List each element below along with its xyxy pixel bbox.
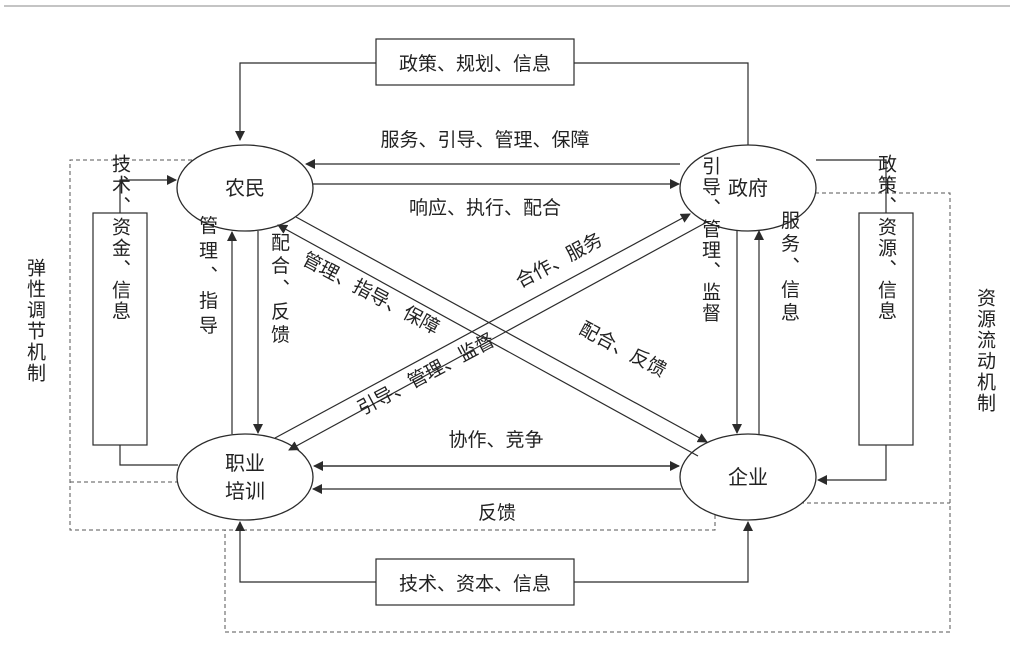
left-box-connector-up — [119, 175, 177, 213]
arrow-training-to-gov — [274, 213, 691, 439]
label-enterprise-to-training: 反馈 — [478, 502, 516, 524]
label-farmer-to-gov: 响应、执行、配合 — [409, 197, 561, 219]
top-connector-line — [574, 62, 749, 145]
label-training-enterprise: 协作、竞争 — [448, 429, 543, 451]
label-farmer-to-training: 配合、反馈 — [268, 233, 290, 348]
top-info-box — [375, 38, 575, 86]
node-training-label-2: 培训 — [225, 479, 265, 503]
left-info-box-label: 技术、资金、信息 — [109, 154, 131, 322]
arrow-gov-to-training — [288, 221, 708, 451]
node-farmer-label: 农民 — [225, 176, 265, 200]
node-training — [176, 433, 314, 521]
right-mechanism-region — [224, 192, 951, 633]
left-mechanism-label: 弹性调节机制 — [24, 258, 46, 384]
bottom-connector-left — [235, 521, 376, 583]
node-enterprise-label: 企业 — [728, 465, 768, 489]
right-box-connector-up — [816, 159, 887, 213]
label-gov-training-down: 引导、管理、监督 — [354, 329, 499, 420]
bottom-info-box — [375, 558, 575, 606]
bottom-connector-right — [574, 521, 753, 583]
node-government-label: 政府 — [728, 176, 768, 200]
label-enterprise-farmer-up: 配合、反馈 — [576, 318, 670, 382]
node-farmer — [176, 144, 314, 232]
label-enterprise-to-gov: 服务、信息 — [778, 211, 800, 326]
arrow-farmer-to-enterprise — [295, 216, 708, 443]
label-training-gov-up: 合作、服务 — [512, 229, 606, 293]
node-training-label-1: 职业 — [225, 451, 265, 475]
top-connector-arrow — [235, 62, 376, 141]
right-info-box-label: 政策、资源、信息 — [875, 154, 897, 322]
left-box-connector-down — [119, 445, 178, 466]
right-box-connector-down — [817, 445, 887, 485]
right-mechanism-label: 资源流动机制 — [974, 288, 996, 414]
top-info-box-label: 政策、规划、信息 — [399, 53, 551, 75]
left-mechanism-region — [69, 159, 716, 531]
label-gov-to-enterprise: 引导、管理、监督 — [699, 156, 721, 324]
label-training-to-farmer: 管理、指导 — [196, 215, 218, 340]
bottom-info-box-label: 技术、资本、信息 — [399, 573, 551, 595]
label-gov-to-farmer: 服务、引导、管理、保障 — [380, 129, 589, 151]
node-enterprise — [679, 433, 817, 521]
arrow-enterprise-to-farmer — [277, 224, 699, 457]
label-farmer-enterprise-down: 管理、指导、保障 — [299, 248, 444, 339]
